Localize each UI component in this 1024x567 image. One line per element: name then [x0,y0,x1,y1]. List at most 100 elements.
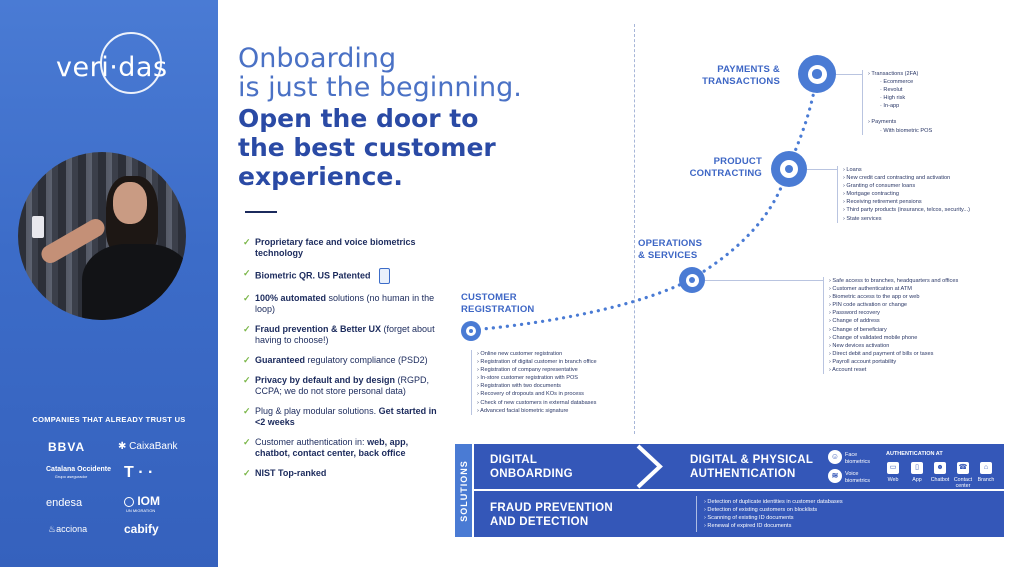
feature-item: ✓ Fraud prevention & Better UX (forget a… [243,324,443,346]
caixabank-logo: ✱ CaixaBank [118,441,178,452]
sol-label-line: AUTHENTICATION [690,468,796,480]
feature-bold: 100% automated [255,293,327,303]
fraud-prevention-label: FRAUD PREVENTION AND DETECTION [490,501,613,529]
detail-item: › Recovery of dropouts and KOs in proces… [477,391,584,398]
digital-onboarding-label: DIGITAL ONBOARDING [490,453,573,481]
feature-bold: Biometric QR. US Patented [255,270,371,281]
detail-item: › Biometric access to the app or web [829,294,920,301]
endesa-logo: endesa [46,497,83,509]
catalana-label: Catalana Occidente [46,466,111,473]
stage-registration-title: CUSTOMER REGISTRATION [461,292,561,316]
feature-text: (RGPD, CCPA; we do not store personal da… [255,375,430,396]
feature-item: ✓ Proprietary face and voice biometrics … [243,237,443,259]
iom-label: IOM [137,494,161,508]
detail-item: › Scanning of existing ID documents [704,515,794,521]
headline-divider [245,211,277,213]
feature-item: ✓ Plug & play modular solutions. Get sta… [243,406,443,428]
detail-item: › Registration of digital customer in br… [477,359,597,366]
bio-label-line: biometrics [845,458,871,465]
bio-label-line: biometrics [845,477,871,484]
payments-detail-list: › Transactions (2FA)· Ecommerce· Revolut… [862,70,932,135]
bio-label-line: Voice [845,471,859,477]
headline-bold: Open the door to the best customer exper… [238,104,496,191]
detail-item: › Granting of consumer loans [843,183,916,190]
registration-node [461,321,481,341]
channel-label: Contact center [953,477,973,490]
stage-title-line: REGISTRATION [461,304,535,315]
detail-item: › Customer authentication at ATM [829,286,912,293]
feature-bold: Guaranteed [255,355,306,365]
stage-title-line: PRODUCT [713,156,762,167]
face-biometrics-label: Face biometrics [845,452,870,465]
detail-item: › Account reset [829,367,867,374]
operations-detail-list: › Safe access to branches, headquarters … [823,277,958,375]
left-brand-panel: veri·das COMPANIES THAT ALREADY TRUST US… [0,0,218,567]
feature-bold: web, app, chatbot, contact center, back … [255,437,409,458]
stage-operations-title: OPERATIONS & SERVICES [638,238,738,262]
product-node [771,151,807,187]
detail-subitem: · With biometric POS [880,127,933,134]
detail-item: › Detection of duplicate identities in c… [704,499,843,505]
payments-connector [836,74,862,75]
sol-label-line: ONBOARDING [490,468,573,480]
feature-item: ✓ Customer authentication in: web, app, … [243,437,443,459]
detail-subitem: · Ecommerce [880,79,914,86]
feature-text: Customer authentication in: [255,437,368,447]
cabify-logo: cabify [124,522,159,536]
sol-label-line: DIGITAL & PHYSICAL [690,454,814,466]
registration-detail-list: › Online new customer registration› Regi… [471,350,597,415]
detail-item: › State services [843,215,882,222]
detail-gap [868,110,932,118]
center-dashed-line [634,24,635,434]
channel-label: Branch [977,477,995,483]
headline-bold-3: experience. [238,162,403,191]
stage-title-line: PAYMENTS & [717,64,780,75]
globe-icon [124,496,134,507]
stage-title-line: CUSTOMER [461,292,517,303]
detail-item: › New credit card contracting and activa… [843,175,951,182]
detail-item: › Renewal of expired ID documents [704,523,792,529]
catalana-logo: Catalana Occidente Grupo asegurador [46,466,111,480]
sol-label-line: FRAUD PREVENTION [490,502,614,514]
feature-item: ✓ 100% automated solutions (no human in … [243,293,443,315]
channel-label: App [912,477,922,483]
iom-logo: IOM UN MIGRATION [124,494,160,513]
detail-item: › Mortgage contracting [843,191,899,198]
acciona-logo: ♨acciona [48,524,88,534]
detail-item: › Change of address [829,318,880,325]
detail-item: › Third party products (insurance, telco… [843,207,970,214]
logo-circle [100,32,162,94]
stage-payments-title: PAYMENTS & TRANSACTIONS [680,64,780,88]
authentication-at-title: AUTHENTICATION AT [886,451,943,457]
detail-subitem: · High risk [880,95,906,102]
check-icon: ✓ [243,324,251,334]
sol-label-line: DIGITAL [490,454,538,466]
check-icon: ✓ [243,375,251,385]
branch-icon: ⌂ [980,462,992,474]
detail-item: › New devices activation [829,342,890,349]
face-biometrics-icon: ☺ [828,450,842,464]
operations-connector [705,280,823,281]
detail-item: › Detection of existing customers on blo… [704,507,818,513]
stage-title-line: CONTRACTING [689,168,762,179]
product-detail-list: › Loans› New credit card contracting and… [837,166,970,223]
operations-node [679,267,705,293]
channel-label: Chatbot [930,477,950,483]
detail-item: › Check of new customers in external dat… [477,399,597,406]
feature-bold: NIST Top-ranked [255,468,327,478]
detail-item: › Advanced facial biometric signature [477,407,569,414]
detail-item: › Change of validated mobile phone [829,334,918,341]
acciona-label: acciona [56,524,88,534]
payments-node [798,55,836,93]
detail-item: › Payments [868,119,897,126]
catalana-sublabel: Grupo asegurador [54,474,88,479]
headline-intro: Onboarding is just the beginning. [238,44,522,102]
photo-face [113,182,147,224]
chevron-right-icon [636,444,663,489]
photo-body [82,244,186,320]
detail-item: › Direct debit and payment of bills or t… [829,350,934,357]
woman-with-phone-photo [18,152,186,320]
feature-item: ✓ Privacy by default and by design (RGPD… [243,375,443,397]
solutions-tab: SOLUTIONS [455,444,472,537]
feature-item: ✓ NIST Top-ranked [243,468,443,479]
